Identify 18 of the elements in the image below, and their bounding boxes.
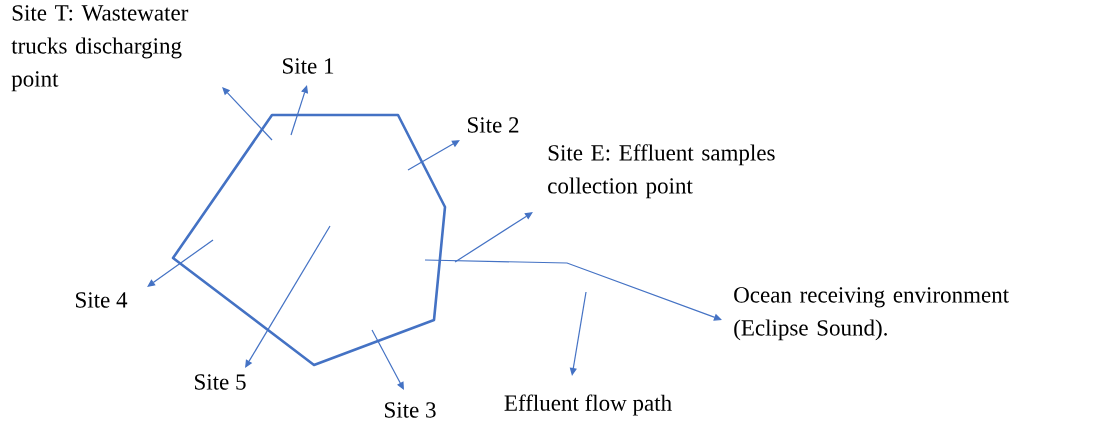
- leader-arrow: [407, 140, 460, 171]
- site-label: Site 5: [195, 374, 246, 390]
- site-label: Site 4: [76, 292, 128, 308]
- site-label: Effluent flow path: [504, 394, 672, 416]
- leader-arrow: [569, 291, 587, 376]
- leader-arrow: [454, 212, 533, 263]
- leader-arrow: [222, 87, 273, 141]
- site-label: Site T: Wastewater trucks discharging point: [11, 5, 189, 92]
- site-label: Site 1: [283, 58, 334, 74]
- site-label: Site 2: [468, 117, 519, 133]
- site-label: Ocean receiving environment (Eclipse Sound).: [734, 287, 1009, 341]
- lagoon-outline: [171, 113, 447, 367]
- leader-arrow: [147, 239, 214, 287]
- site-label: Site E: Effluent samples collection point: [548, 144, 775, 199]
- site-label: Site 3: [385, 402, 436, 418]
- leader-arrow: [371, 329, 404, 390]
- leader-arrow: [245, 225, 331, 368]
- flow-arrow: [424, 259, 722, 321]
